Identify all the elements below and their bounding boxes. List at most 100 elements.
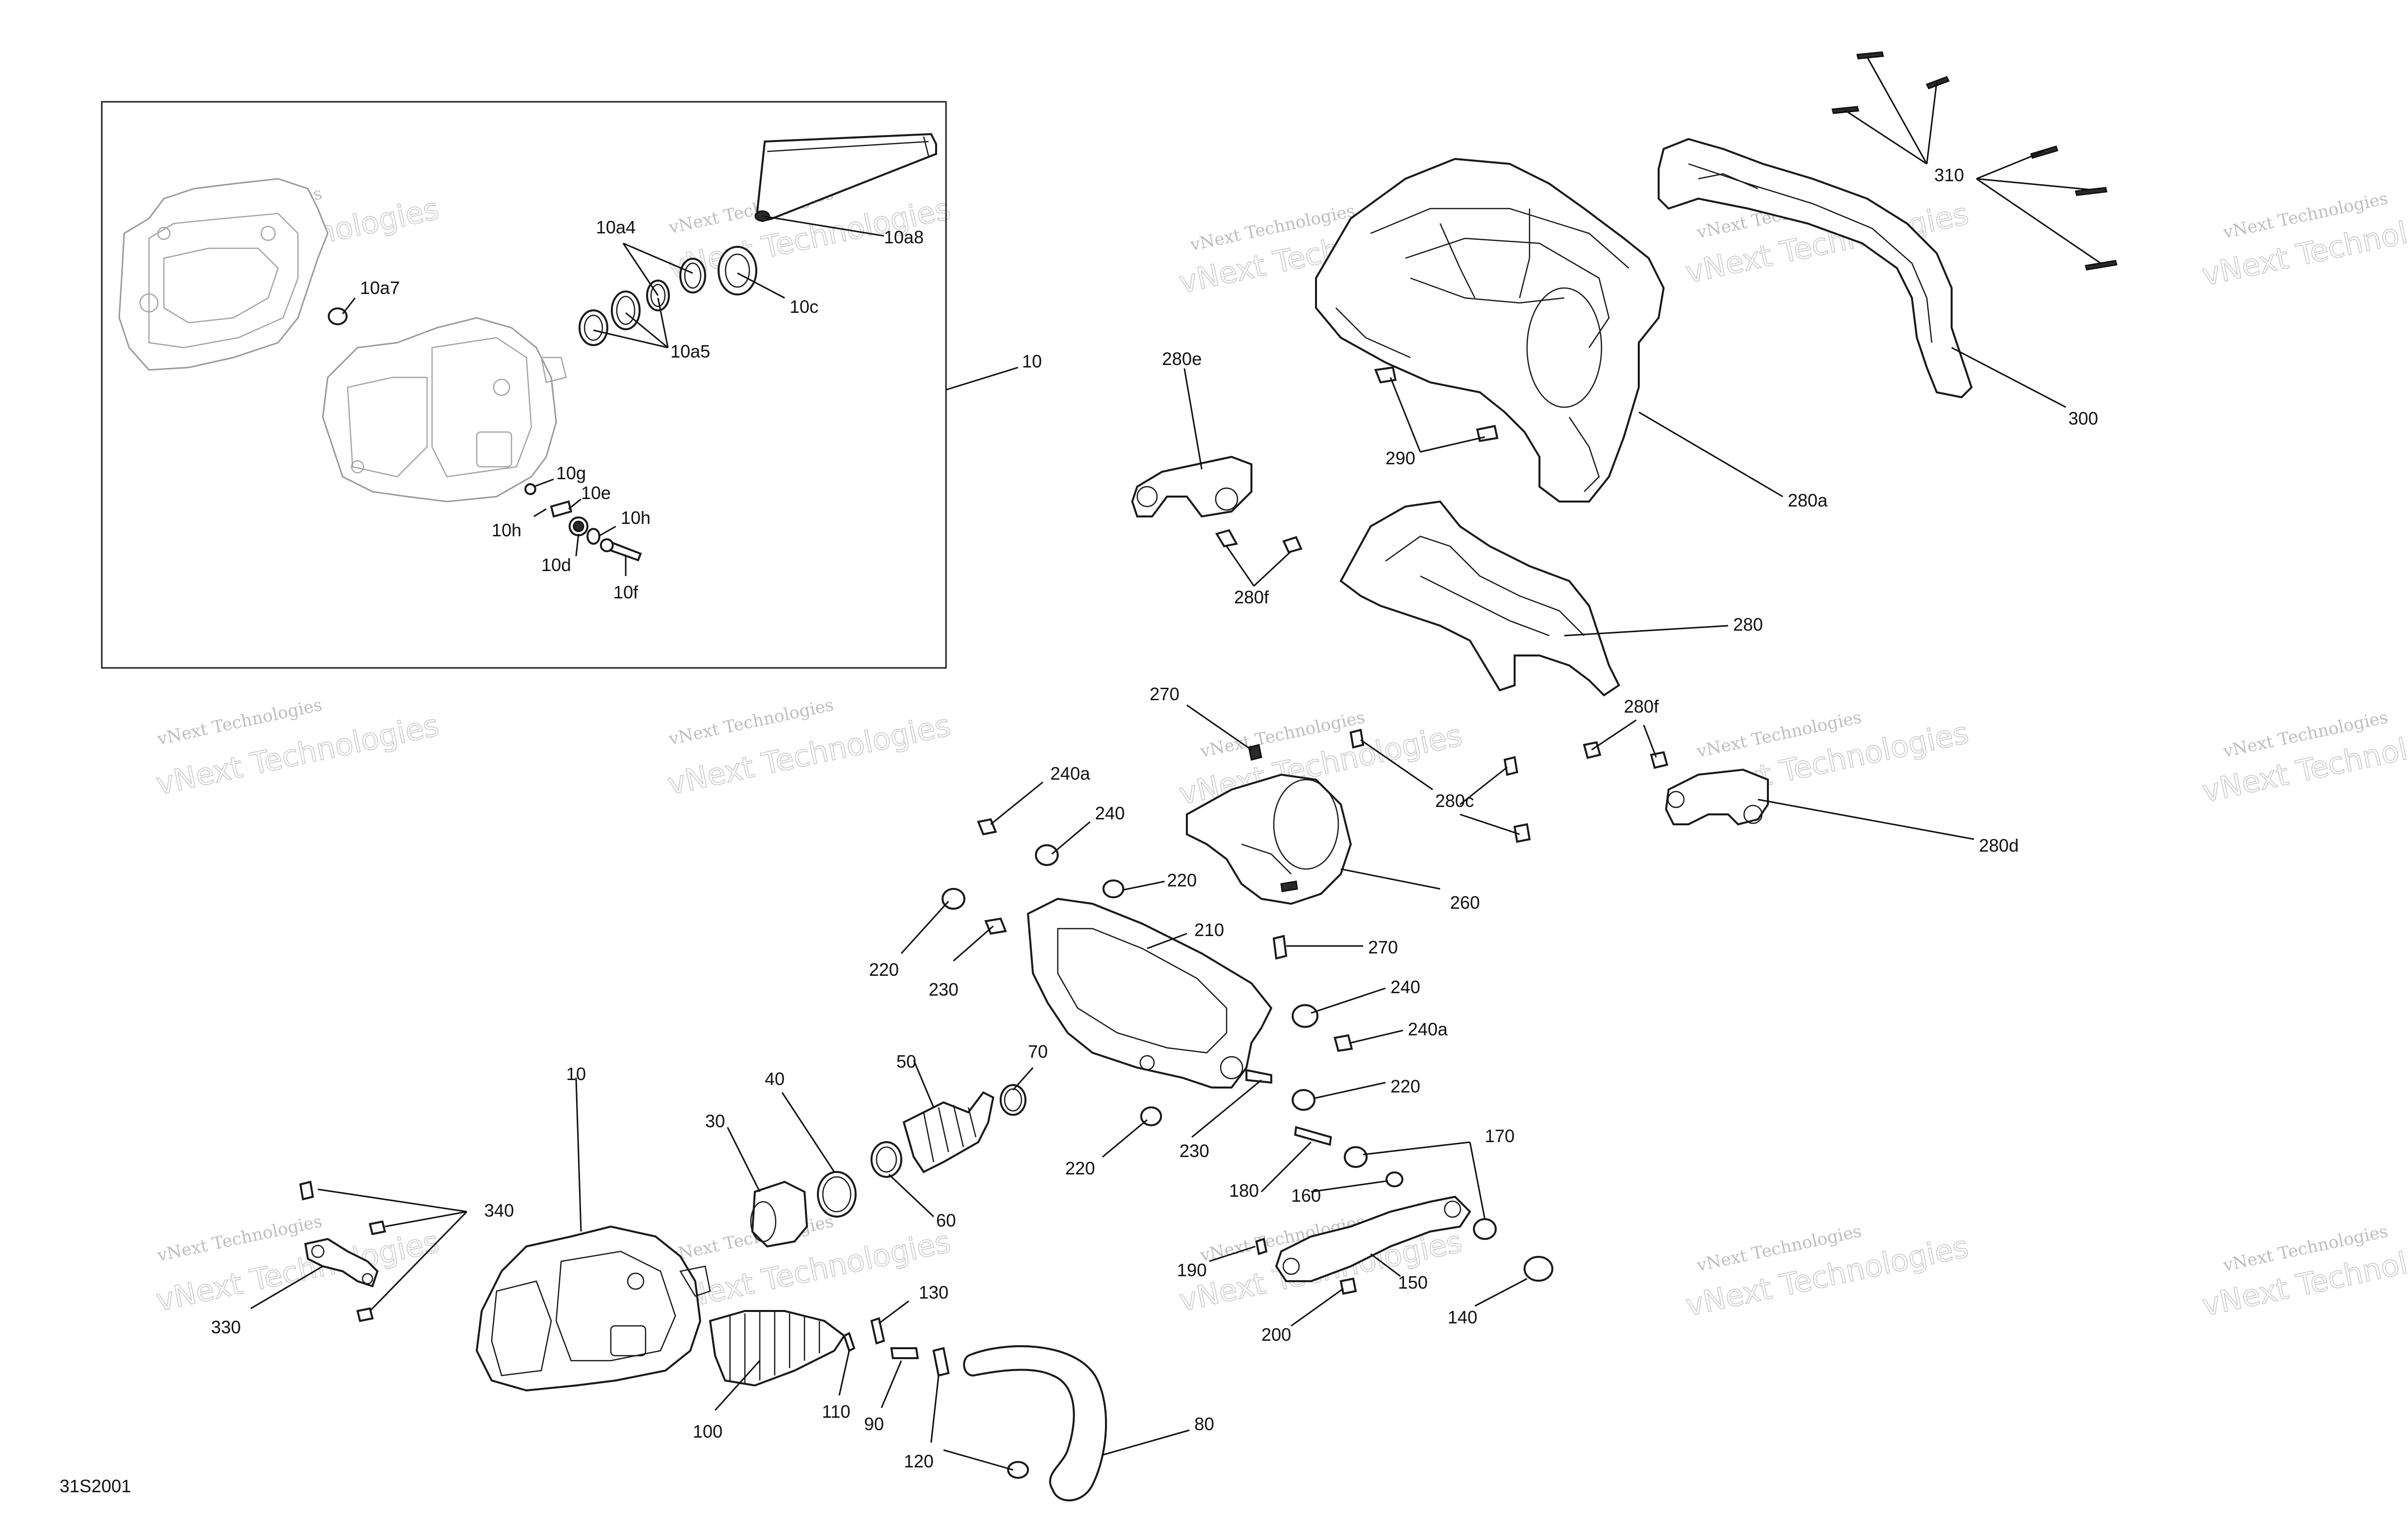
callout-80: 80 bbox=[1194, 1414, 1214, 1434]
callout-90: 90 bbox=[864, 1414, 884, 1434]
callout-160: 160 bbox=[1291, 1185, 1321, 1206]
boot-100 bbox=[709, 1310, 846, 1387]
callout-10g: 10g bbox=[556, 463, 586, 483]
callout-10h-left: 10h bbox=[492, 520, 521, 540]
callouts: 10 10a8 10a4 10a7 10c 10a5 10g 10e 10h 1… bbox=[60, 165, 2098, 1496]
callout-10e: 10e bbox=[581, 483, 611, 503]
ghost-gearbox-cover bbox=[118, 178, 329, 371]
callout-260: 260 bbox=[1450, 892, 1480, 913]
inset-leaders bbox=[342, 215, 1019, 576]
callout-280e: 280e bbox=[1162, 349, 1202, 369]
callout-10a4: 10a4 bbox=[596, 217, 636, 237]
clamp-40 bbox=[817, 1171, 857, 1218]
callout-10-top: 10 bbox=[1022, 351, 1042, 371]
callout-240-top: 240 bbox=[1095, 803, 1125, 823]
screw-280f-a bbox=[1215, 529, 1239, 548]
duct-260 bbox=[1186, 773, 1352, 905]
screw-270-top bbox=[1248, 744, 1262, 761]
callout-50: 50 bbox=[896, 1051, 916, 1072]
kit-inset bbox=[101, 101, 1019, 669]
clamp-120-bottom bbox=[1007, 1461, 1029, 1479]
callout-10a8: 10a8 bbox=[884, 227, 924, 247]
callout-280d: 280d bbox=[1979, 835, 2019, 856]
callout-220-left: 220 bbox=[869, 959, 899, 980]
fitting-90 bbox=[890, 1347, 919, 1359]
screw-280c-c bbox=[1513, 823, 1531, 843]
callout-270-top: 270 bbox=[1150, 684, 1179, 704]
bushing-170-b bbox=[1473, 1218, 1497, 1240]
callout-10-bottom: 10 bbox=[566, 1064, 586, 1084]
drawing-code: 31S2001 bbox=[60, 1476, 131, 1496]
screw-240a-mid bbox=[1333, 1034, 1353, 1052]
screw-280c-b bbox=[1503, 756, 1519, 776]
arm-150 bbox=[1275, 1195, 1471, 1282]
callout-230-bottom: 230 bbox=[1179, 1141, 1209, 1161]
callout-120: 120 bbox=[904, 1451, 934, 1471]
adapter-30 bbox=[750, 1180, 808, 1248]
grommet-240-mid bbox=[1292, 1004, 1318, 1028]
screw-190 bbox=[1255, 1237, 1268, 1255]
callout-10f: 10f bbox=[613, 582, 639, 602]
callout-180: 180 bbox=[1229, 1180, 1259, 1201]
bushing-170-a bbox=[1344, 1146, 1368, 1168]
callout-310: 310 bbox=[1934, 165, 1964, 185]
callout-10h-right: 10h bbox=[621, 508, 651, 528]
bracket-330 bbox=[304, 1237, 379, 1288]
callout-40: 40 bbox=[765, 1069, 785, 1089]
callout-10d: 10d bbox=[541, 555, 571, 575]
screw-200 bbox=[1339, 1277, 1357, 1295]
bracket-280d bbox=[1665, 768, 1769, 826]
screw-340-c bbox=[356, 1307, 374, 1322]
screw-280f-b bbox=[1282, 536, 1303, 554]
bushing-220-left bbox=[942, 888, 965, 910]
callout-280c: 280c bbox=[1435, 791, 1474, 811]
callout-110: 110 bbox=[822, 1401, 850, 1422]
callout-290: 290 bbox=[1386, 448, 1415, 468]
callout-240a-mid: 240a bbox=[1408, 1019, 1448, 1039]
seal-10c bbox=[718, 246, 757, 295]
callout-340: 340 bbox=[484, 1200, 514, 1221]
fitting-130 bbox=[870, 1317, 885, 1345]
boot-50 bbox=[902, 1091, 995, 1173]
callout-230-top: 230 bbox=[929, 979, 958, 1000]
callout-170: 170 bbox=[1485, 1126, 1515, 1146]
callout-210: 210 bbox=[1194, 920, 1224, 940]
callout-280f-top: 280f bbox=[1234, 587, 1269, 607]
screw-340-a bbox=[299, 1180, 314, 1201]
callout-10c: 10c bbox=[790, 296, 818, 317]
bushing-220-right bbox=[1292, 1089, 1315, 1111]
callout-140: 140 bbox=[1448, 1307, 1477, 1327]
bracket-280e bbox=[1131, 455, 1252, 518]
o-ring-10a7 bbox=[328, 307, 348, 325]
callout-240a-top: 240a bbox=[1050, 763, 1091, 784]
leader-lines bbox=[250, 57, 2101, 1471]
screw-290-a bbox=[1374, 366, 1397, 384]
callout-10a5: 10a5 bbox=[670, 341, 710, 362]
shaft-10a8 bbox=[754, 133, 937, 222]
ring-160 bbox=[1386, 1171, 1403, 1187]
o-rings-10a4-10a5 bbox=[579, 258, 706, 346]
callout-300: 300 bbox=[2068, 408, 2098, 429]
screw-340-b bbox=[368, 1220, 386, 1235]
gearbox-10 bbox=[475, 1225, 711, 1392]
pin-110 bbox=[843, 1332, 856, 1352]
callout-270-mid: 270 bbox=[1368, 937, 1398, 957]
screw-180 bbox=[1294, 1126, 1332, 1146]
screw-230-top bbox=[984, 917, 1007, 935]
cover-280a bbox=[1315, 157, 1665, 503]
grommet-240-top bbox=[1035, 844, 1059, 866]
screw-230-bottom bbox=[1245, 1069, 1272, 1084]
callout-190: 190 bbox=[1177, 1260, 1207, 1280]
shroud-280 bbox=[1339, 500, 1620, 697]
hose-80 bbox=[963, 1345, 1107, 1502]
clamp-120-top bbox=[932, 1347, 950, 1377]
callout-30: 30 bbox=[705, 1111, 725, 1131]
callout-280a: 280a bbox=[1788, 490, 1828, 510]
clamp-60 bbox=[871, 1141, 902, 1178]
inset-frame bbox=[101, 101, 947, 669]
callout-220-right: 220 bbox=[1390, 1076, 1420, 1096]
callout-60: 60 bbox=[936, 1210, 956, 1231]
callout-200: 200 bbox=[1261, 1324, 1291, 1345]
bushing-220-top bbox=[1102, 879, 1124, 898]
